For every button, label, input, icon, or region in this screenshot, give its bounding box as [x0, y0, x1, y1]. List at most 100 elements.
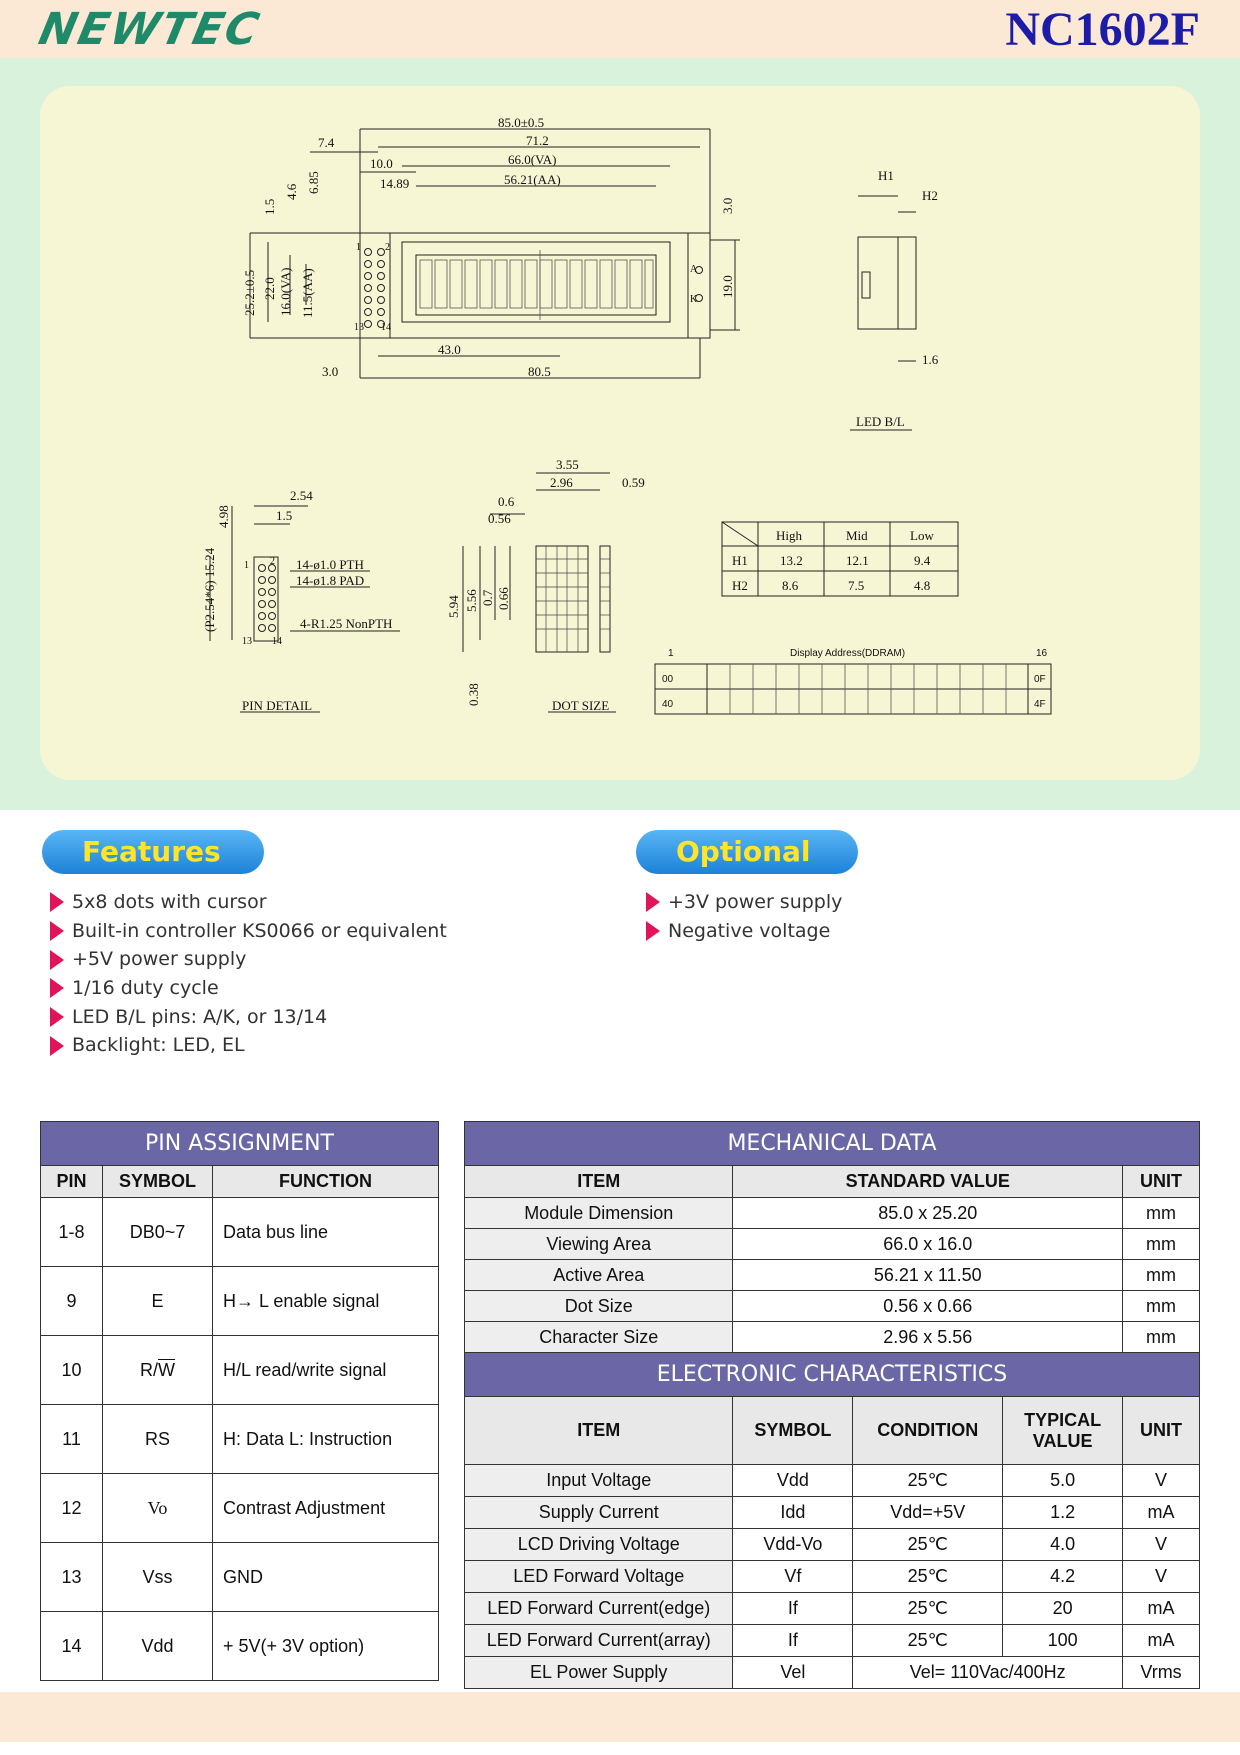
dot-size-dot-pitch: 0.6: [498, 494, 515, 509]
table-row: 10 R/W H/L read/write signal: [40, 1335, 439, 1405]
led-table-row-label: H2: [732, 578, 748, 593]
pin-assignment-title: PIN ASSIGNMENT: [40, 1121, 439, 1166]
pin-detail-pitch: 2.54: [290, 488, 313, 503]
pin-detail-height: 4.98: [216, 505, 231, 528]
table-row: 14 Vdd + 5V(+ 3V option): [40, 1611, 439, 1681]
ddram-row1-first: 00: [662, 674, 674, 685]
optional-list: +3V power supply Negative voltage: [646, 888, 842, 945]
col-header-typical-value: TYPICAL VALUE: [1002, 1396, 1124, 1465]
col-header-symbol: SYMBOL: [732, 1396, 854, 1465]
led-table-cell: 8.6: [782, 578, 799, 593]
data-table: MECHANICAL DATA ITEM STANDARD VALUE UNIT…: [463, 1121, 1200, 1689]
page-footer: [0, 1692, 1240, 1742]
led-table-cell: 13.2: [780, 553, 803, 568]
optional-heading: Optional: [636, 830, 858, 874]
ddram-col-last: 16: [1036, 648, 1048, 659]
bullet-icon: [50, 978, 64, 999]
pin-label-13: 13: [354, 322, 364, 333]
dim-right-2: 19.0: [720, 275, 735, 298]
side-dim-thickness: 1.6: [922, 352, 939, 367]
pin-detail-label-2: 2: [270, 556, 275, 567]
dim-bottom-2: 3.0: [322, 364, 338, 379]
table-row: Viewing Area 66.0 x 16.0 mm: [463, 1228, 1200, 1260]
col-header-item: ITEM: [463, 1396, 734, 1465]
table-row: LED Forward Voltage Vf 25℃ 4.2 V: [463, 1560, 1200, 1593]
table-row: LED Forward Current(array) If 25℃ 100 mA: [463, 1624, 1200, 1657]
dim-pcb-height: 22.0: [262, 277, 277, 300]
pin-detail-label-13: 13: [242, 636, 252, 647]
led-table-cell: 9.4: [914, 553, 931, 568]
dim-active-height: 11.5(AA): [300, 268, 315, 318]
bullet-icon: [646, 921, 660, 942]
led-table-cell: 4.8: [914, 578, 930, 593]
ddram-row2-last: 4F: [1034, 699, 1046, 710]
dim-bottom-1: 43.0: [438, 342, 461, 357]
page-header: NEWTEC NC1602F: [0, 0, 1240, 58]
dot-size-char-height: 5.56: [464, 589, 479, 612]
dim-viewing-height: 16.0(VA): [278, 267, 293, 316]
ddram-row2-first: 40: [662, 699, 674, 710]
dim-va-offset: 10.0: [370, 156, 393, 171]
pin-label-14: 14: [381, 322, 391, 333]
table-row: Input Voltage Vdd 25℃ 5.0 V: [463, 1464, 1200, 1497]
pin-detail-row-gap: 1.5: [276, 508, 292, 523]
pin-assignment-table: PIN ASSIGNMENT PIN SYMBOL FUNCTION 1-8 D…: [40, 1121, 439, 1681]
bullet-icon: [50, 921, 64, 942]
dim-pin-offset: 7.4: [318, 135, 335, 150]
dot-size-line-pitch: 5.94: [446, 595, 461, 618]
table-row: Supply Current Idd Vdd=+5V 1.2 mA: [463, 1496, 1200, 1529]
list-item: Backlight: LED, EL: [50, 1031, 447, 1060]
table-row: EL Power Supply Vel Vel= 110Vac/400Hz Vr…: [463, 1656, 1200, 1689]
col-header-symbol: SYMBOL: [102, 1165, 213, 1198]
dot-size-char-width: 2.96: [550, 475, 573, 490]
pin-detail-note-pad: 14-ø1.8 PAD: [296, 573, 364, 588]
mechanical-title: MECHANICAL DATA: [464, 1121, 1200, 1166]
col-header-function: FUNCTION: [212, 1165, 439, 1198]
dim-bottom-3: 80.5: [528, 364, 551, 379]
dot-size-dot-pitch-v: 0.7: [480, 589, 495, 606]
list-item: +3V power supply: [646, 888, 842, 917]
symbol-rw-bar: W: [158, 1359, 175, 1380]
dim-aa-offset: 14.89: [380, 176, 409, 191]
pin-detail-span: (P2.54*6) 15.24: [202, 547, 217, 632]
symbol-rw: R/: [140, 1359, 158, 1380]
col-header-condition: CONDITION: [852, 1396, 1004, 1465]
dim-pcb-pitch: 71.2: [526, 133, 549, 148]
table-row: Module Dimension 85.0 x 25.20 mm: [463, 1197, 1200, 1229]
led-table-row-label: H1: [732, 553, 748, 568]
dot-size-dot-width: 0.56: [488, 511, 511, 526]
led-table-cell: 12.1: [846, 553, 869, 568]
dim-left-1: 1.5: [262, 199, 277, 215]
side-view-caption: LED B/L: [856, 414, 905, 429]
dim-overall-height: 25.2±0.5: [242, 270, 257, 316]
model-number: NC1602F: [1005, 3, 1200, 56]
features-list: 5x8 dots with cursor Built-in controller…: [50, 888, 447, 1060]
list-item: Negative voltage: [646, 917, 842, 946]
led-cathode-label: K: [690, 294, 698, 305]
table-row: LCD Driving Voltage Vdd-Vo 25℃ 4.0 V: [463, 1528, 1200, 1561]
table-row: 11 RS H: Data L: Instruction: [40, 1404, 439, 1474]
dot-size-char-pitch: 3.55: [556, 457, 579, 472]
dim-right-1: 3.0: [720, 198, 735, 214]
mechanical-drawing: 85.0±0.5 71.2 66.0(VA) 56.21(AA) 7.4 10.…: [202, 115, 1052, 715]
table-row: Active Area 56.21 x 11.50 mm: [463, 1259, 1200, 1291]
col-header-unit: UNIT: [1122, 1165, 1200, 1198]
dot-size-dot-height: 0.66: [496, 587, 511, 610]
table-row: 13 Vss GND: [40, 1542, 439, 1612]
pin-detail-caption: PIN DETAIL: [242, 698, 312, 713]
features-heading: Features: [42, 830, 264, 874]
bullet-icon: [50, 949, 64, 970]
table-row: Character Size 2.96 x 5.56 mm: [463, 1321, 1200, 1353]
col-header-pin: PIN: [40, 1165, 103, 1198]
table-row: 12 Vo Contrast Adjustment: [40, 1473, 439, 1543]
pin-detail-note-pth: 14-ø1.0 PTH: [296, 557, 364, 572]
col-header-unit: UNIT: [1122, 1396, 1200, 1465]
bullet-icon: [646, 892, 660, 913]
list-item: 5x8 dots with cursor: [50, 888, 447, 917]
col-header-standard-value: STANDARD VALUE: [732, 1165, 1124, 1198]
ddram-row1-last: 0F: [1034, 674, 1046, 685]
table-row: 1-8 DB0~7 Data bus line: [40, 1197, 439, 1267]
pin-detail-label-14: 14: [272, 636, 282, 647]
col-header-item: ITEM: [463, 1165, 734, 1198]
led-anode-label: A: [690, 264, 698, 275]
